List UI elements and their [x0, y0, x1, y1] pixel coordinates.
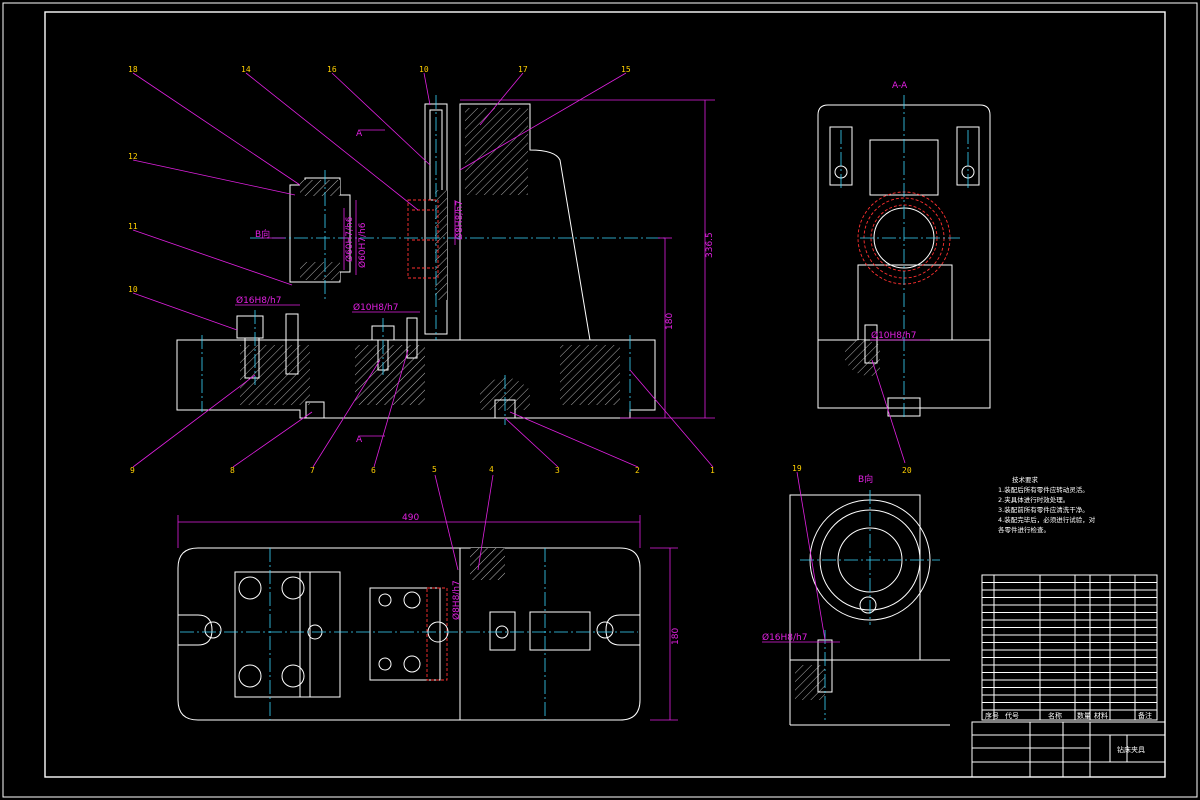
dim-depth-plan: 180: [671, 628, 681, 645]
part-label: 12: [128, 152, 138, 161]
part-label: 19: [792, 464, 802, 473]
part-label: 6: [371, 466, 376, 475]
parts-list: 序号 代号 名称 数量 材料 备注: [981, 574, 1158, 721]
part-label: 18: [128, 65, 138, 74]
front-view: 18 14 16 10 17 15 12 11 10 9 8 7 6 3 2 1…: [128, 65, 715, 475]
dim-fit-60b: Ø60H7/h6: [357, 222, 368, 268]
part-label: 14: [241, 65, 251, 74]
part-label: 11: [128, 222, 138, 231]
section-title: A-A: [892, 81, 908, 91]
technical-notes: 技术要求 1.装配后所有零件应转动灵活。 2.夹具体进行时效处理。 3.装配前所…: [998, 475, 1096, 534]
part-label: 1: [710, 466, 715, 475]
part-label: 7: [310, 466, 315, 475]
part-label: 16: [327, 65, 337, 74]
dim-height-center: 180: [665, 313, 675, 330]
notes-title: 技术要求: [1012, 475, 1039, 484]
dim-fit-10b: Ø10H8/h7: [871, 330, 917, 341]
notes-line: 2.夹具体进行时效处理。: [998, 495, 1069, 504]
part-label: 3: [555, 466, 560, 475]
notes-line: 各零件进行检查。: [998, 525, 1050, 534]
part-label: 10: [419, 65, 429, 74]
cut-mark-bottom: A: [356, 435, 363, 445]
col-header: 备注: [1138, 711, 1152, 720]
direction-mark: B向: [255, 228, 270, 240]
sheet-inner-border: [44, 11, 1166, 778]
dim-height-total: 336.5: [705, 232, 715, 258]
part-label: 4: [489, 465, 494, 474]
part-label: 20: [902, 466, 912, 475]
col-header: 名称: [1048, 711, 1062, 720]
part-label: 17: [518, 65, 528, 74]
side-view-b: B向 Ø16H8/h7 19: [762, 464, 950, 726]
dim-fit-60a: Ø60H7/h6: [344, 216, 355, 262]
title-block: 钻床夹具: [971, 721, 1166, 778]
part-label: 10: [128, 285, 138, 294]
part-label: 5: [432, 465, 437, 474]
dim-fit-plan: Ø8H8/h7: [451, 580, 462, 620]
part-label: 2: [635, 466, 640, 475]
part-label: 8: [230, 466, 235, 475]
dim-fit-sideB: Ø16H8/h7: [762, 632, 808, 643]
part-label: 9: [130, 466, 135, 475]
section-view-a-a: A-A Ø10H8/h7 20: [817, 81, 991, 475]
view-b-title: B向: [858, 473, 873, 485]
notes-line: 4.装配完毕后，必须进行试验，对: [998, 515, 1096, 524]
col-header: 数量: [1077, 711, 1091, 720]
col-header: 材料: [1094, 711, 1108, 720]
dim-width-plan: 490: [402, 513, 419, 523]
col-header: 代号: [1005, 711, 1019, 720]
notes-line: 3.装配前所有零件应清洗干净。: [998, 505, 1089, 514]
drawing-name: 钻床夹具: [1117, 745, 1145, 754]
dim-fit-16: Ø16H8/h7: [236, 295, 282, 306]
col-header: 序号: [985, 711, 999, 720]
cut-mark-top: A: [356, 129, 363, 139]
dim-fit-8: Ø8H8/h7: [454, 200, 465, 240]
plan-view: 490 180 Ø8H8/h7 5 4: [177, 465, 681, 721]
notes-line: 1.装配后所有零件应转动灵活。: [998, 485, 1089, 494]
dim-fit-10a: Ø10H8/h7: [353, 302, 399, 313]
part-label: 15: [621, 65, 631, 74]
